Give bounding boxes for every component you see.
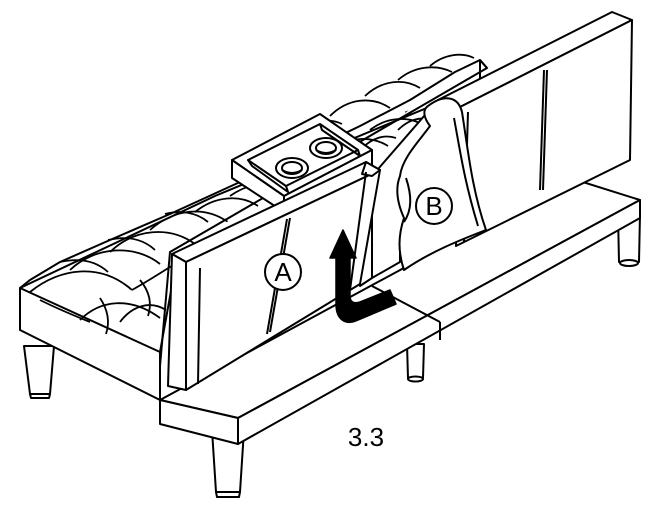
- callout-a-label: A: [274, 257, 292, 287]
- fabric-flap: [396, 97, 487, 271]
- callout-b-label: B: [425, 191, 442, 221]
- cup-holder-right: [309, 137, 343, 159]
- step-label: 3.3: [348, 422, 384, 452]
- callout-a: A: [264, 253, 302, 291]
- curved-arrow-up-icon: [329, 229, 397, 324]
- leg-front-left: [23, 345, 55, 399]
- cup-holder-left: [275, 157, 309, 179]
- leg-center-under: [406, 343, 425, 383]
- callout-b: B: [415, 187, 453, 225]
- leg-front-middle: [211, 429, 245, 498]
